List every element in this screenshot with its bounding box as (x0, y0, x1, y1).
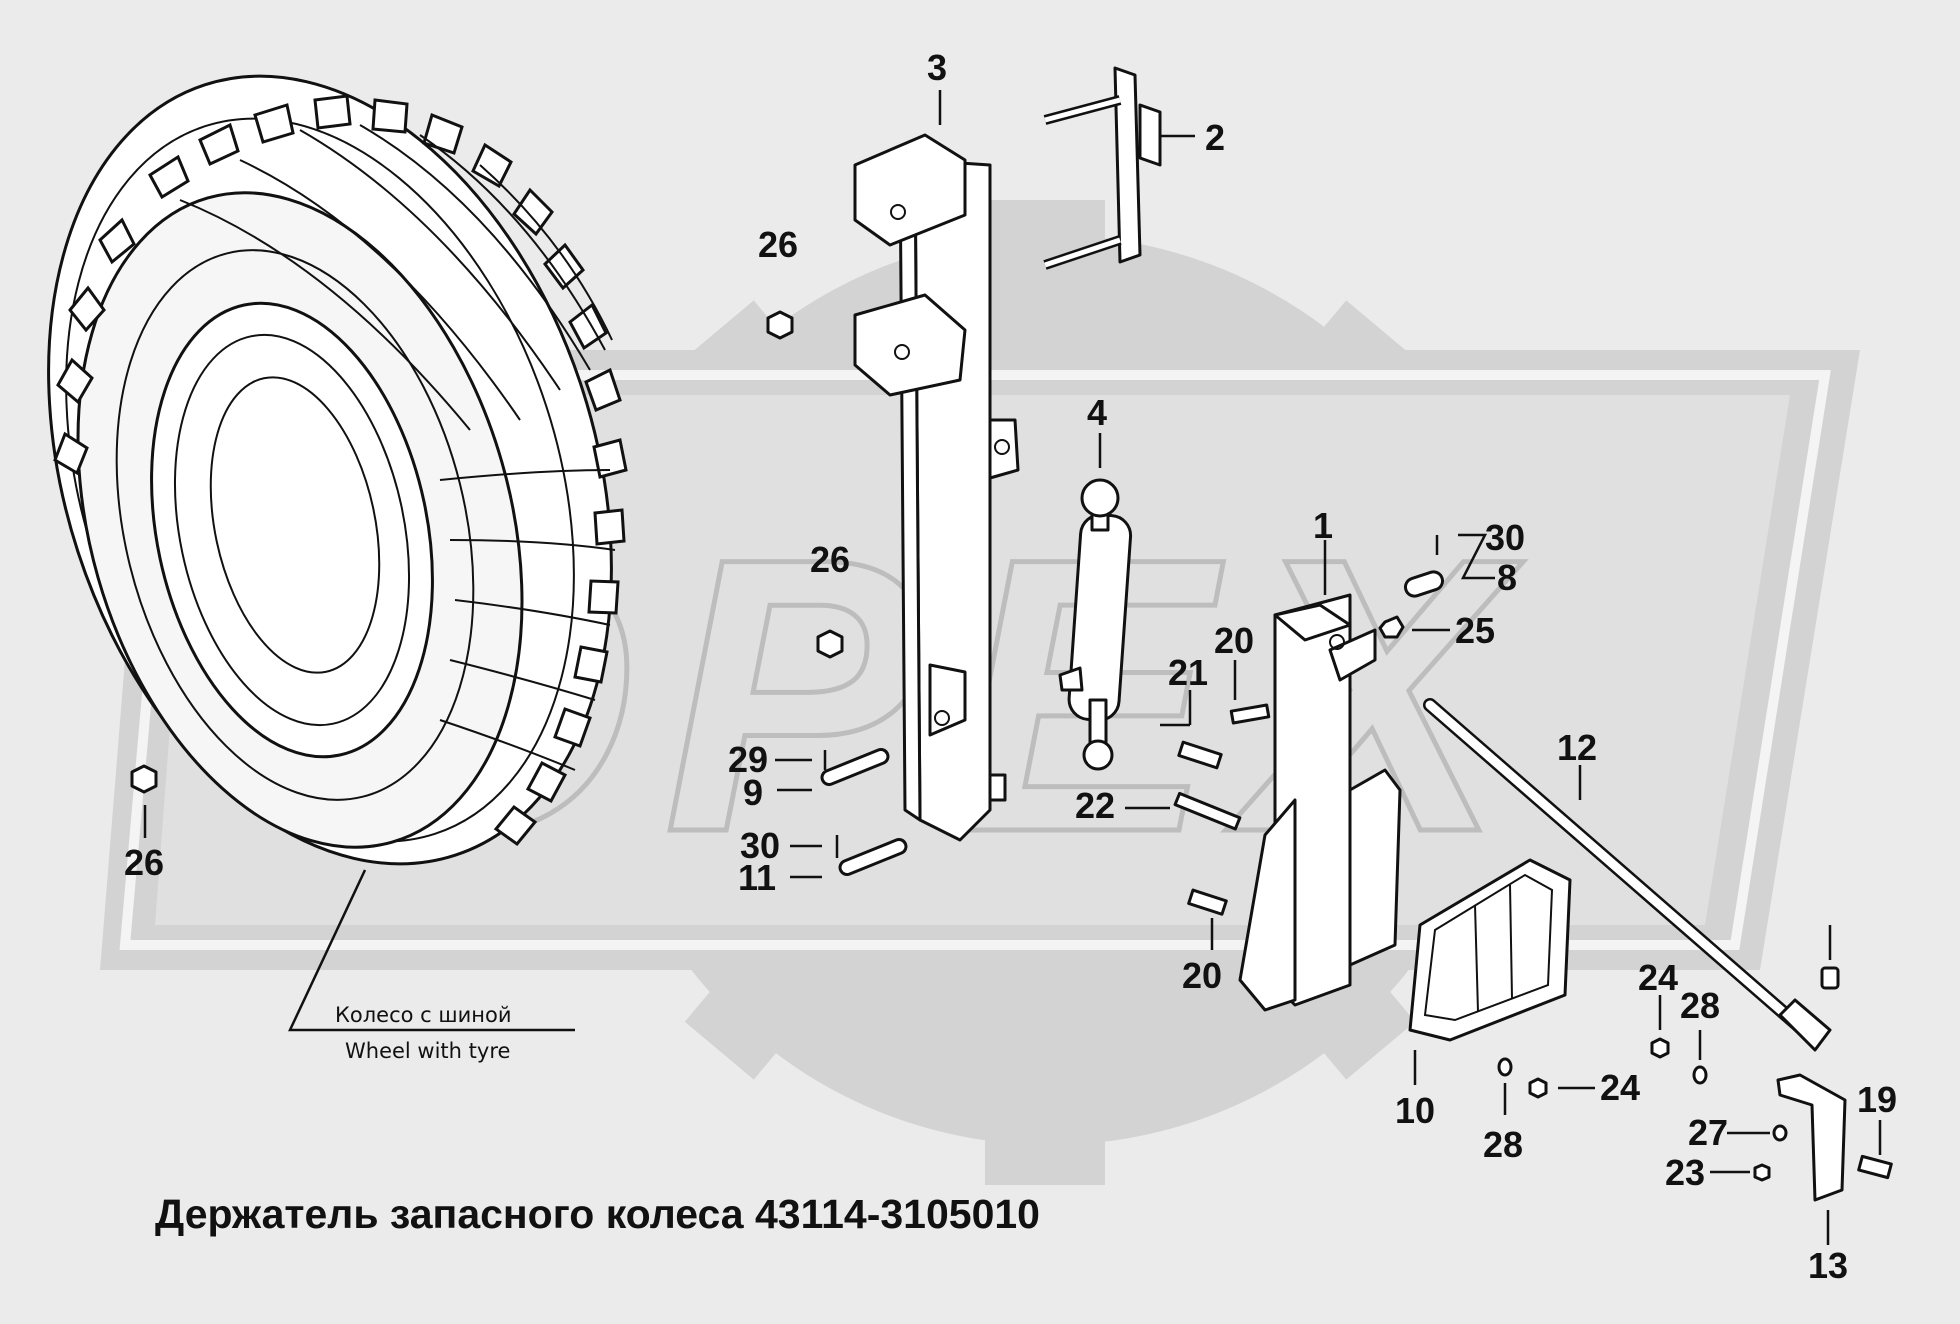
callout-25: 25 (1455, 610, 1495, 651)
callout-1: 1 (1313, 505, 1333, 546)
callout-24a: 24 (1638, 957, 1678, 998)
small-nuts-washers (1497, 966, 1840, 1182)
callout-9: 9 (743, 772, 763, 813)
callout-20a: 20 (1214, 620, 1254, 661)
callout-28b: 28 (1483, 1124, 1523, 1165)
callout-26a: 26 (758, 224, 798, 265)
callout-20b: 20 (1182, 955, 1222, 996)
callout-22: 22 (1075, 785, 1115, 826)
callout-labels: 1 2 3 4 30 8 25 26 26 26 20 21 22 20 29 … (124, 47, 1897, 1286)
wheel-caption-ru: Колесо с шиной (335, 1003, 511, 1027)
callout-27: 27 (1688, 1112, 1728, 1153)
callout-13: 13 (1808, 1245, 1848, 1286)
callout-26c: 26 (124, 842, 164, 883)
callout-28a: 28 (1680, 985, 1720, 1026)
bracket-part-3 (853, 133, 1020, 842)
callout-30a: 30 (1485, 517, 1525, 558)
strut-part-12 (1423, 698, 1832, 1052)
callout-8: 8 (1497, 557, 1517, 598)
callout-23: 23 (1665, 1152, 1705, 1193)
callout-11: 11 (738, 857, 776, 898)
diagram-title: Держатель запасного колеса 43114-3105010 (155, 1191, 1040, 1237)
wheel-caption-en: Wheel with tyre (345, 1039, 510, 1063)
callout-21: 21 (1168, 652, 1208, 693)
callout-10: 10 (1395, 1090, 1435, 1131)
post-part-1 (1238, 593, 1402, 1012)
bolts-20-21-22 (1173, 703, 1271, 916)
callout-29: 29 (728, 739, 768, 780)
u-bolt-part-2 (1043, 66, 1162, 270)
callout-2: 2 (1205, 117, 1225, 158)
callout-24b: 24 (1600, 1067, 1640, 1108)
wheel-with-tyre (47, 74, 628, 1032)
bracket-part-13 (1776, 1073, 1893, 1202)
callout-19: 19 (1857, 1079, 1897, 1120)
callout-26b: 26 (810, 539, 850, 580)
nuts-part-26 (130, 310, 844, 794)
cylinder-part-4 (1058, 478, 1133, 771)
callout-4: 4 (1087, 392, 1107, 433)
plate-part-10 (1408, 858, 1572, 1042)
callout-30b: 30 (740, 825, 780, 866)
pins-and-small-parts (820, 570, 1445, 876)
callout-12: 12 (1557, 727, 1597, 768)
callout-3: 3 (927, 47, 947, 88)
